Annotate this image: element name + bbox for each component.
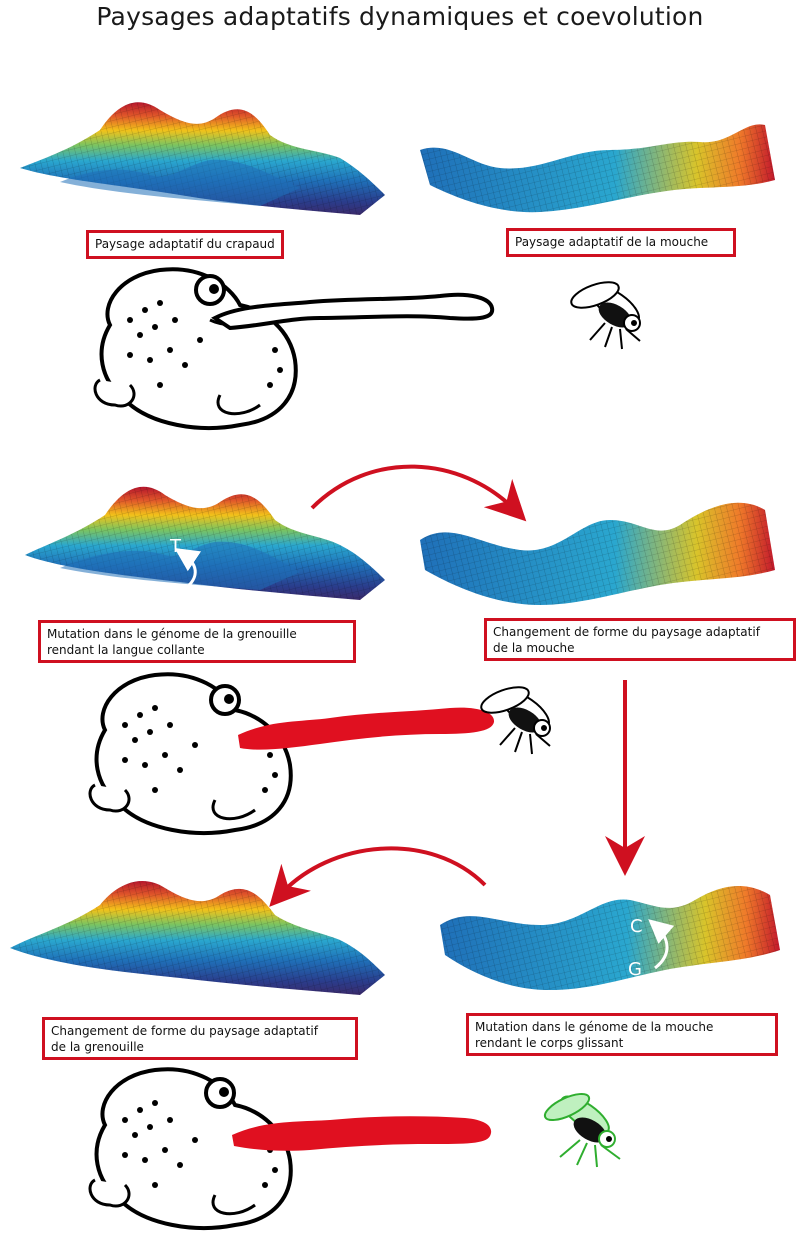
- mutation-curve-arrow-frog: [174, 548, 202, 594]
- caption-fly-shape-change: Changement de forme du paysage adaptatif…: [484, 618, 796, 661]
- toad-fitness-landscape-reshaped: [10, 881, 385, 995]
- mutation-base-from-frog: A: [162, 584, 175, 605]
- toad-illustration-final: [88, 1067, 293, 1230]
- figure-title: Paysages adaptatifs dynamiques et coevol…: [96, 2, 704, 31]
- caption-fly-mutation: Mutation dans le génome de la mouche ren…: [466, 1013, 778, 1056]
- toad-tongue-sticky: [238, 707, 495, 750]
- mutation-base-to-fly: C: [630, 916, 643, 937]
- toad-fitness-landscape-mutated: [25, 486, 385, 600]
- fly-illustration: [570, 281, 641, 350]
- toad-tongue-missed: [232, 1116, 492, 1151]
- toad-illustration: [93, 267, 298, 430]
- fly-fitness-landscape-mutated: [440, 885, 780, 990]
- caption-frog-mutation: Mutation dans le génome de la grenouille…: [38, 620, 356, 663]
- fly-fitness-landscape-reshaped: [420, 502, 775, 605]
- fly-illustration-caught: [480, 686, 551, 755]
- caption-toad-landscape: Paysage adaptatif du crapaud: [86, 230, 284, 259]
- caption-fly-landscape: Paysage adaptatif de la mouche: [506, 228, 736, 257]
- mutation-curve-arrow-fly: [648, 919, 675, 970]
- mutation-base-from-fly: G: [628, 959, 642, 980]
- arrow-toad-to-fly: [310, 464, 527, 522]
- fly-fitness-landscape: [420, 124, 775, 213]
- mutation-base-to-frog: T: [169, 536, 182, 557]
- arrow-fly-to-toad: [269, 846, 487, 907]
- fly-illustration-slippery: [543, 1092, 621, 1168]
- toad-tongue-plain: [211, 292, 495, 331]
- toad-fitness-landscape: [20, 102, 385, 215]
- toad-illustration-sticky: [88, 672, 293, 835]
- caption-frog-shape-change: Changement de forme du paysage adaptatif…: [42, 1017, 358, 1060]
